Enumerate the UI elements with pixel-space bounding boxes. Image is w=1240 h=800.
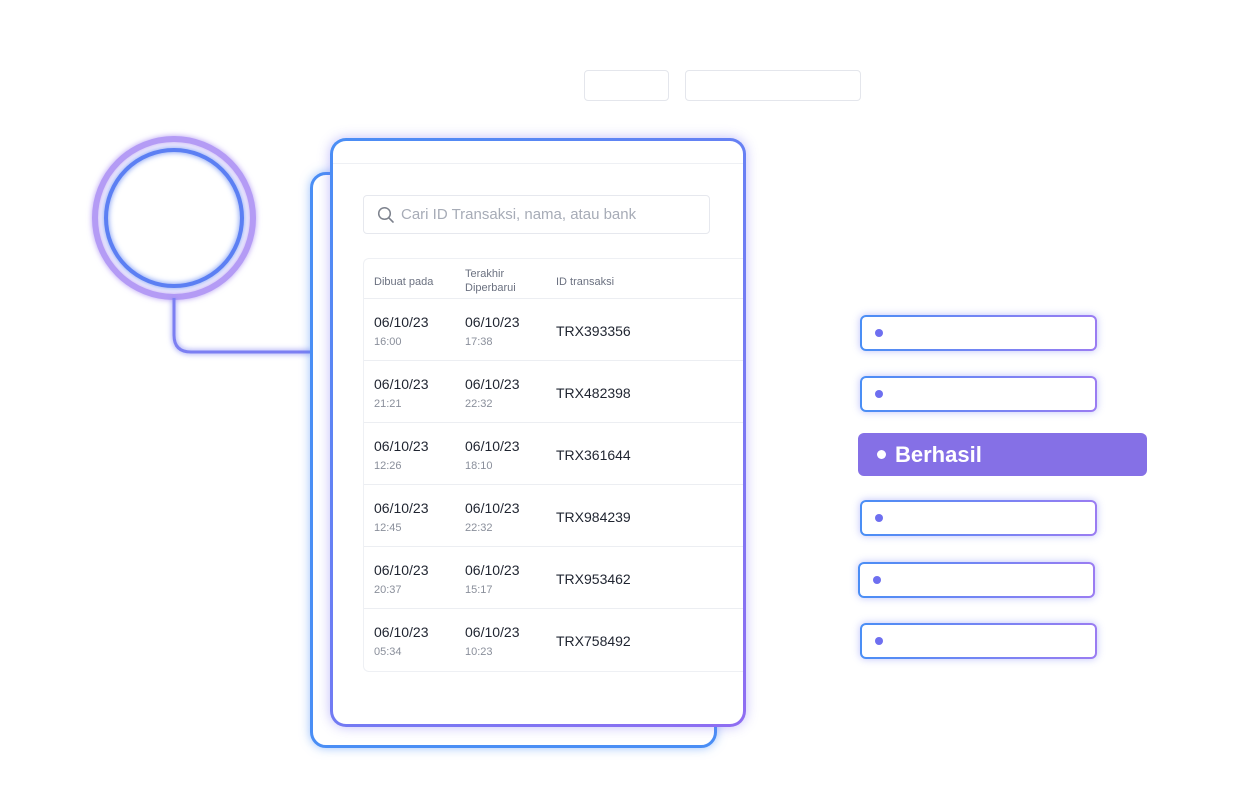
created-time: 12:26 bbox=[374, 460, 402, 472]
status-option[interactable] bbox=[858, 562, 1095, 598]
table-header: Dibuat pada Terakhir Diperbarui ID trans… bbox=[364, 259, 743, 299]
column-header-created[interactable]: Dibuat pada bbox=[374, 276, 434, 288]
created-time: 16:00 bbox=[374, 336, 402, 348]
top-placeholder-button-1[interactable] bbox=[584, 70, 669, 101]
updated-time: 22:32 bbox=[465, 522, 493, 534]
status-option[interactable] bbox=[860, 315, 1097, 351]
created-date: 06/10/23 bbox=[374, 500, 429, 516]
created-time: 12:45 bbox=[374, 522, 402, 534]
updated-time: 10:23 bbox=[465, 646, 493, 658]
updated-date: 06/10/23 bbox=[465, 376, 520, 392]
created-time: 20:37 bbox=[374, 584, 402, 596]
status-dot-icon bbox=[875, 637, 883, 645]
status-dot-icon bbox=[873, 576, 881, 584]
created-date: 06/10/23 bbox=[374, 314, 429, 330]
table-row[interactable]: 06/10/23 12:26 06/10/23 18:10 TRX361644 bbox=[364, 423, 743, 485]
transaction-id: TRX482398 bbox=[556, 385, 631, 401]
ring-icon bbox=[92, 136, 256, 300]
updated-date: 06/10/23 bbox=[465, 562, 520, 578]
updated-time: 18:10 bbox=[465, 460, 493, 472]
status-dot-icon bbox=[875, 329, 883, 337]
status-active-label: Berhasil bbox=[895, 441, 982, 467]
ring-connector bbox=[172, 298, 312, 354]
created-date: 06/10/23 bbox=[374, 624, 429, 640]
created-time: 21:21 bbox=[374, 398, 402, 410]
created-date: 06/10/23 bbox=[374, 562, 429, 578]
transaction-id: TRX361644 bbox=[556, 447, 631, 463]
status-option[interactable] bbox=[860, 623, 1097, 659]
column-header-transaction-id[interactable]: ID transaksi bbox=[556, 276, 615, 288]
column-header-updated[interactable]: Terakhir Diperbarui bbox=[465, 268, 516, 294]
updated-date: 06/10/23 bbox=[465, 314, 520, 330]
updated-time: 15:17 bbox=[465, 584, 493, 596]
updated-date: 06/10/23 bbox=[465, 500, 520, 516]
search-placeholder: Cari ID Transaksi, nama, atau bank bbox=[401, 206, 637, 223]
updated-time: 22:32 bbox=[465, 398, 493, 410]
top-placeholder-button-2[interactable] bbox=[685, 70, 861, 101]
table-row[interactable]: 06/10/23 20:37 06/10/23 15:17 TRX953462 bbox=[364, 547, 743, 609]
transaction-id: TRX393356 bbox=[556, 323, 631, 339]
created-date: 06/10/23 bbox=[374, 376, 429, 392]
search-icon bbox=[377, 206, 394, 223]
table-row[interactable]: 06/10/23 16:00 06/10/23 17:38 TRX393356 bbox=[364, 299, 743, 361]
updated-date: 06/10/23 bbox=[465, 624, 520, 640]
transaction-id: TRX758492 bbox=[556, 633, 631, 649]
transaction-panel: Cari ID Transaksi, nama, atau bank Dibua… bbox=[330, 138, 746, 727]
updated-time: 17:38 bbox=[465, 336, 493, 348]
status-option[interactable] bbox=[860, 500, 1097, 536]
status-dot-icon bbox=[875, 514, 883, 522]
table-row[interactable]: 06/10/23 21:21 06/10/23 22:32 TRX482398 bbox=[364, 361, 743, 423]
table-row[interactable]: 06/10/23 05:34 06/10/23 10:23 TRX758492 bbox=[364, 609, 743, 671]
status-option-active[interactable]: Berhasil bbox=[858, 433, 1147, 476]
table-row[interactable]: 06/10/23 12:45 06/10/23 22:32 TRX984239 bbox=[364, 485, 743, 547]
status-dot-icon bbox=[875, 390, 883, 398]
transaction-table: Dibuat pada Terakhir Diperbarui ID trans… bbox=[363, 258, 743, 672]
transaction-id: TRX984239 bbox=[556, 509, 631, 525]
search-input[interactable]: Cari ID Transaksi, nama, atau bank bbox=[363, 195, 710, 234]
status-option[interactable] bbox=[860, 376, 1097, 412]
created-date: 06/10/23 bbox=[374, 438, 429, 454]
updated-date: 06/10/23 bbox=[465, 438, 520, 454]
panel-divider bbox=[333, 163, 743, 164]
status-dot-icon bbox=[877, 450, 886, 459]
transaction-id: TRX953462 bbox=[556, 571, 631, 587]
created-time: 05:34 bbox=[374, 646, 402, 658]
